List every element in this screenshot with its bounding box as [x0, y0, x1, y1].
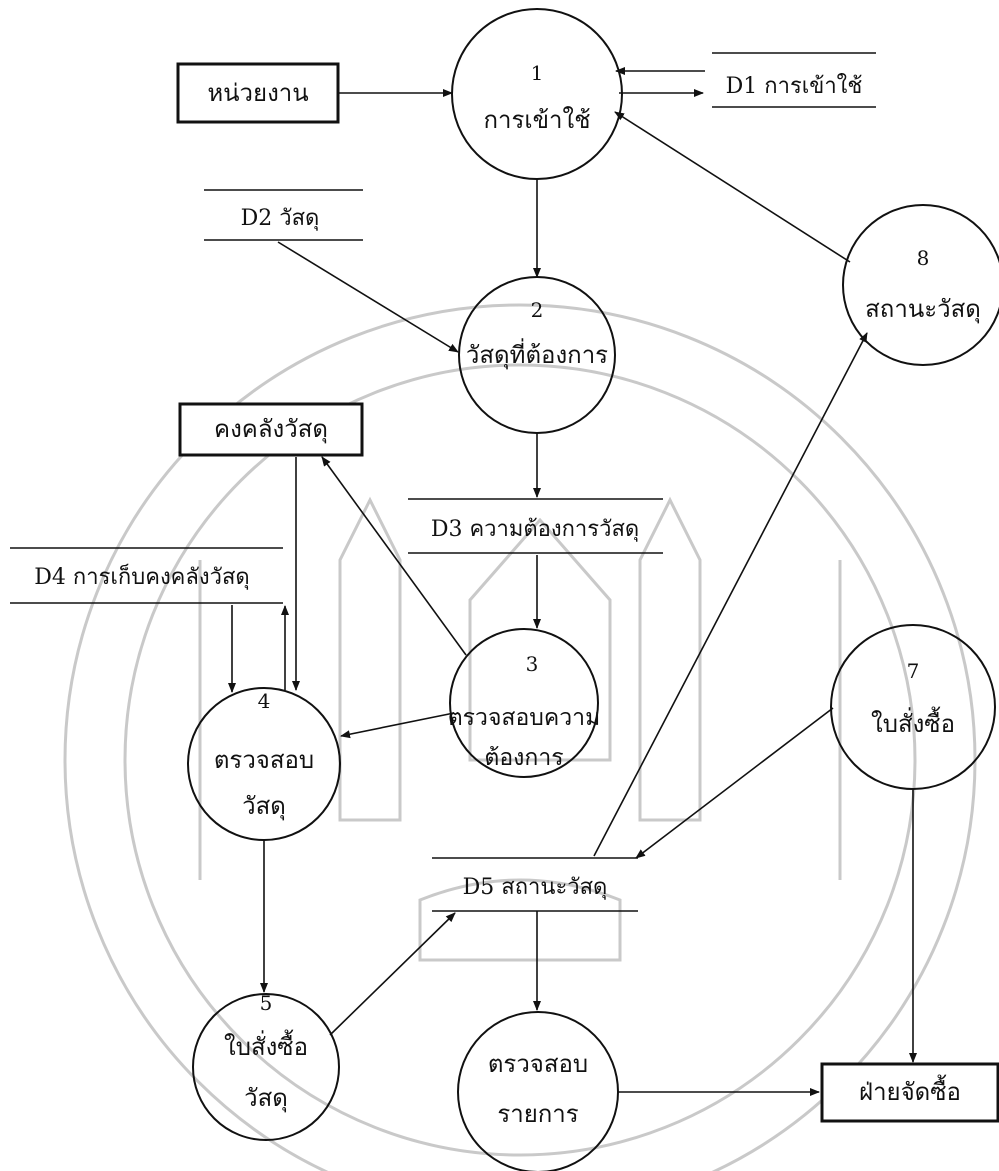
entity-unit-label: หน่วยงาน — [207, 79, 308, 107]
data-flows — [228, 67, 917, 1096]
process-5: 5 ใบสั่งซื้อ วัสดุ — [192, 991, 340, 1141]
process-3-label-line1: ตรวจสอบความ — [448, 705, 601, 731]
datastore-d3: D3 ความต้องการวัสดุ — [408, 498, 663, 554]
process-4-number: 4 — [258, 689, 271, 713]
flow-p5-to-d5 — [329, 912, 456, 1036]
datastore-d2: D2 วัสดุ — [204, 189, 363, 241]
datastore-d4-label: D4 การเก็บคงคลังวัสดุ — [34, 562, 249, 590]
entity-inventory-label: คงคลังวัสดุ — [214, 415, 328, 444]
datastore-d1: D1 การเข้าใช้ — [712, 52, 876, 108]
process-7-number: 7 — [907, 659, 920, 683]
process-4-label-line1: ตรวจสอบ — [214, 746, 314, 774]
process-5-label-line2: วัสดุ — [244, 1084, 288, 1113]
entity-purchasing-dept-label: ฝ่ายจัดซื้อ — [859, 1074, 961, 1106]
process-2-label: วัสดุที่ต้องการ — [466, 338, 608, 370]
process-8-number: 8 — [917, 246, 930, 270]
datastore-d4: D4 การเก็บคงคลังวัสดุ — [10, 547, 283, 604]
process-4-label-line2: วัสดุ — [242, 792, 286, 821]
process-2: 2 วัสดุที่ต้องการ — [458, 276, 616, 434]
process-2-number: 2 — [531, 298, 544, 322]
process-5-number: 5 — [260, 991, 273, 1015]
datastore-d1-label: D1 การเข้าใช้ — [726, 73, 863, 99]
flow-d2-to-p2 — [277, 241, 459, 353]
process-5-label-line1: ใบสั่งซื้อ — [224, 1029, 308, 1061]
process-6-label-line2: รายการ — [497, 1100, 578, 1128]
process-1: 1 การเข้าใช้ — [451, 8, 623, 180]
flow-p8-to-p1 — [614, 111, 851, 263]
process-6: ตรวจสอบ รายการ — [457, 1011, 619, 1171]
flow-d5-to-p8 — [593, 332, 868, 857]
datastore-d5-label: D5 สถานะวัสดุ — [463, 875, 608, 900]
flow-p3-to-inventory — [321, 456, 467, 656]
process-7-label: ใบสั่งซื้อ — [871, 706, 955, 738]
process-4: 4 ตรวจสอบ วัสดุ — [187, 687, 341, 841]
process-3-label-line2: ต้องการ — [484, 745, 563, 771]
process-7: 7 ใบสั่งซื้อ — [830, 624, 996, 790]
datastore-d2-label: D2 วัสดุ — [241, 206, 320, 231]
datastore-d3-label: D3 ความต้องการวัสดุ — [431, 517, 639, 542]
entity-inventory: คงคลังวัสดุ — [178, 402, 364, 457]
entity-unit: หน่วยงาน — [176, 62, 340, 124]
flow-p7-to-d5 — [635, 707, 834, 859]
datastore-d5: D5 สถานะวัสดุ — [432, 857, 638, 912]
process-3: 3 ตรวจสอบความ ต้องการ — [448, 628, 601, 778]
process-6-label-line1: ตรวจสอบ — [488, 1050, 588, 1078]
flow-p3-to-p4 — [340, 712, 455, 739]
process-1-number: 1 — [531, 61, 544, 85]
process-8-label: สถานะวัสดุ — [865, 295, 981, 324]
process-8: 8 สถานะวัสดุ — [842, 204, 999, 366]
entity-purchasing-dept: ฝ่ายจัดซื้อ — [820, 1062, 999, 1123]
process-1-label: การเข้าใช้ — [484, 106, 591, 134]
process-3-number: 3 — [526, 652, 539, 676]
